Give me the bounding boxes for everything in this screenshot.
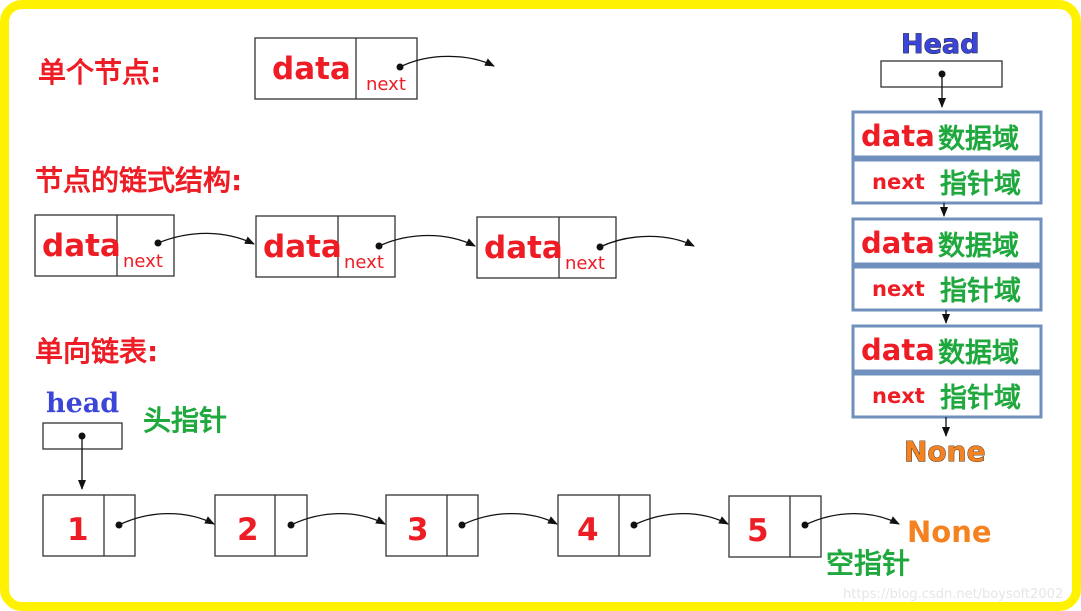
next-pointer-arrow <box>804 513 900 526</box>
next-pointer-arrow <box>599 235 695 248</box>
single-node-title: 单个节点: <box>38 56 161 89</box>
node-next-label: next <box>565 253 605 274</box>
next-pointer-arrow <box>118 513 215 526</box>
node-data-label: data <box>484 230 563 266</box>
node-value: 5 <box>747 513 769 549</box>
chain-node-3: data next <box>476 216 695 279</box>
singly-linked-list-title: 单向链表: <box>35 335 158 368</box>
head-label: head <box>46 388 119 419</box>
next-pointer-arrow <box>633 513 729 526</box>
vertical-next-label: next <box>872 170 925 194</box>
null-pointer-label: 空指针 <box>826 547 910 580</box>
vertical-next-label: next <box>872 277 925 301</box>
node-value: 3 <box>407 512 429 548</box>
pointer-field-label: 指针域 <box>940 383 1021 414</box>
node-data-label: data <box>263 229 342 265</box>
vertical-node-2: data 数据域 next 指针域 <box>851 217 1043 324</box>
list-node-3: 3 <box>385 494 558 557</box>
next-pointer-arrow <box>461 513 558 526</box>
pointer-field-label: 指针域 <box>940 169 1021 200</box>
node-next-label: next <box>344 252 384 273</box>
next-pointer-arrow <box>399 55 495 68</box>
vertical-data-label: data <box>861 333 935 367</box>
vertical-node-1: data 数据域 next 指针域 <box>851 110 1043 217</box>
watermark: https://blog.csdn.net/boysoft2002 <box>843 587 1063 602</box>
vertical-end-none: None <box>904 435 986 468</box>
single-node: data next <box>254 37 495 100</box>
data-field-label: 数据域 <box>938 124 1019 155</box>
node-data-label: data <box>42 228 121 264</box>
data-field-label: 数据域 <box>938 338 1019 369</box>
head-pointer-label: 头指针 <box>143 404 227 437</box>
next-pointer-arrow <box>378 234 476 247</box>
vertical-head-label: Head <box>901 29 979 60</box>
node-next-label: next <box>366 74 406 95</box>
list-node-4: 4 <box>557 494 729 557</box>
vertical-data-label: data <box>861 119 935 153</box>
node-value: 2 <box>237 512 259 548</box>
chain-node-2: data next <box>255 215 476 278</box>
vertical-next-label: next <box>872 384 925 408</box>
data-field-label: 数据域 <box>938 231 1019 262</box>
node-chain-title: 节点的链式结构: <box>35 164 242 197</box>
vertical-node-3: data 数据域 next 指针域 <box>851 324 1043 437</box>
list-node-2: 2 <box>214 494 386 557</box>
next-pointer-arrow <box>290 513 386 526</box>
node-value: 4 <box>577 512 599 548</box>
list-node-1: 1 <box>42 494 215 557</box>
next-pointer-arrow <box>157 232 255 245</box>
chain-node-1: data next <box>34 214 255 277</box>
node-next-label: next <box>123 251 163 272</box>
list-node-5: 5 <box>728 495 900 558</box>
node-data-label: data <box>272 51 351 87</box>
pointer-field-label: 指针域 <box>940 276 1021 307</box>
list-end-none: None <box>907 515 992 549</box>
vertical-data-label: data <box>861 226 935 260</box>
node-value: 1 <box>67 512 89 548</box>
